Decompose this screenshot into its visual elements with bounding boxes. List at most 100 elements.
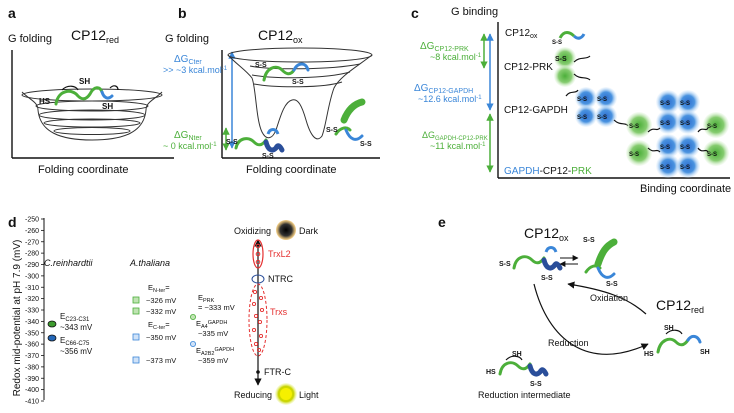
panel-d-marker-c66 <box>47 334 57 342</box>
panel-c-ss-c10: S-S <box>680 145 690 151</box>
panel-d-tick-label: -310 <box>25 285 39 292</box>
panel-c-dg-complex-value: ~11 kcal.mol-1 <box>430 141 486 151</box>
panel-e-cp12-red: SH HS SH <box>644 325 710 358</box>
panel-a-energy-funnel <box>21 88 163 141</box>
panel-d-e-nter-value-2: ~332 mV <box>146 307 176 316</box>
panel-d-oxidizing: Oxidizing <box>234 226 271 236</box>
panel-c-ss-c2: S-S <box>629 152 639 158</box>
panel-b-cp12-oxidized-top: S-S S-S <box>255 62 310 86</box>
panel-c: c G binding Binding coordinate CP12ox CP… <box>411 5 731 195</box>
panel-d-tick-label: -270 <box>25 239 39 246</box>
panel-c-dg-gapdh: ΔGCP12-GAPDH <box>414 83 473 95</box>
panel-d-trxs-range <box>248 283 268 357</box>
panel-e-ss-1: S-S <box>499 261 511 268</box>
panel-d-tick-label: -400 <box>25 387 39 394</box>
panel-d-e-a2b2-value: ~359 mV <box>198 356 228 365</box>
panel-e-hs-2: HS <box>486 369 496 376</box>
panel-d-tick-label: -360 <box>25 342 39 349</box>
panel-b-ss-label-6: S-S <box>360 141 372 148</box>
panel-d-yaxis-label: Redox mid-potential at pH 7.9 (mV) <box>12 240 23 397</box>
panel-e-cp12-red: CP12red <box>656 297 704 315</box>
panel-b-xaxis-label: Folding coordinate <box>246 164 337 176</box>
panel-c-ss-g4: S-S <box>597 115 607 121</box>
panel-e-hs-1: HS <box>644 351 654 358</box>
panel-e-reduction-arrow <box>533 283 649 355</box>
panel-c-yaxis-label: G binding <box>451 6 498 18</box>
panel-c-gapdh-cp12-prk-complex: S-S S-S S-S S-S S-S S-S S-S S-S S-S S-S … <box>626 90 729 178</box>
panel-e: e CP12ox CP12red S-S S-S S-S S-S SH <box>438 214 710 400</box>
panel-d-e-a4-value: ~335 mV <box>198 329 228 338</box>
panel-c-ss-c11: S-S <box>660 165 670 171</box>
panel-c-ss-free: S-S <box>552 40 562 46</box>
panel-b-yaxis-label: G folding <box>165 33 209 45</box>
panel-c-ss-prk: S-S <box>555 56 567 63</box>
panel-d-reducing: Reducing <box>234 390 272 400</box>
panel-d-tick-label: -340 <box>25 319 39 326</box>
panel-d-tick-label: -380 <box>25 364 39 371</box>
panel-d-tick-label: -290 <box>25 262 39 269</box>
panel-e-oxidation-arrow <box>567 281 647 315</box>
moon-icon <box>276 220 296 240</box>
panel-c-ss-g2: S-S <box>597 97 607 103</box>
panel-d-ftrc-marker <box>256 370 260 374</box>
panel-a-hs-label: HS <box>39 97 51 106</box>
panel-a-xaxis-label: Folding coordinate <box>38 164 129 176</box>
panel-e-ss-5: S-S <box>530 381 542 388</box>
panel-c-dg-gapdh-value: ~12.6 kcal.mol-1 <box>418 94 482 104</box>
panel-c-ss-g3: S-S <box>577 115 587 121</box>
panel-e-oxidation: Oxidation <box>590 293 628 303</box>
panel-a-title: CP12red <box>71 27 119 45</box>
panel-c-ss-c8: S-S <box>680 121 690 127</box>
panel-c-gapdh-tetramer: S-S S-S S-S S-S <box>565 87 629 127</box>
panel-b-ss-label-2: S-S <box>292 79 304 86</box>
panel-d-e-prk: EPRK <box>198 293 215 304</box>
panel-d-ftrc: FTR-C <box>264 367 291 377</box>
panel-b-ss-label-3: S-S <box>226 139 238 146</box>
panel-c-level-cp12-prk: CP12-PRK <box>504 62 553 73</box>
panel-d-e-prk-value: = ~333 mV <box>198 303 235 312</box>
panel-d-marker-cter-2 <box>132 356 140 364</box>
panel-d-trxl2-range <box>252 239 264 269</box>
panel-a: a G folding CP12red Folding coordinate S… <box>8 5 174 176</box>
panel-b-dg-nter-value: ~ 0 kcal.mol-1 <box>163 141 217 151</box>
panel-b-ss-label-5: S-S <box>326 127 338 134</box>
panel-c-cp12-free: S-S <box>552 31 586 46</box>
panel-d-marker-a2b2 <box>189 340 196 347</box>
panel-b-dg-nter: ΔGNter <box>174 130 202 142</box>
panel-b: b G folding CP12ox Folding coordinate ΔG… <box>163 5 380 176</box>
panel-d-e-nter: EN-ter= <box>148 283 170 294</box>
panel-b-cp12-oxidized-right: S-S S-S <box>326 98 372 148</box>
panel-d-ntrc: NTRC <box>268 274 293 284</box>
panel-b-energy-landscape <box>227 47 373 140</box>
panel-e-sh-2: SH <box>700 349 710 356</box>
panel-c-dg-prk-value: ~8 kcal.mol-1 <box>430 52 482 62</box>
panel-a-sh-label: SH <box>79 77 90 86</box>
panel-d-e-c66: EC66-C75 <box>60 336 90 347</box>
panel-d-trxs: Trxs <box>270 307 288 317</box>
panel-d-tick-label: -390 <box>25 376 39 383</box>
panel-c-level-gapdh-cp12-prk: GAPDH-CP12-PRK <box>504 166 592 177</box>
panel-d-e-a2b2: EA2B2GAPDH <box>196 346 234 357</box>
panel-e-ss-4: S-S <box>606 281 618 288</box>
panel-c-ss-g1: S-S <box>577 97 587 103</box>
panel-e-sh-3: SH <box>512 351 522 358</box>
panel-c-xaxis-label: Binding coordinate <box>640 183 731 195</box>
panel-c-ss-c6: S-S <box>680 101 690 107</box>
panel-c-ss-c4: S-S <box>707 152 717 158</box>
panel-d-e-c23-value: ~343 mV <box>60 323 93 332</box>
panel-e-reduction-intermediate-glyph: SH HS S-S <box>486 351 549 388</box>
panel-d-tick-label: -250 <box>25 217 39 224</box>
panel-c-letter: c <box>411 5 419 21</box>
panel-e-reduction: Reduction <box>548 338 589 348</box>
panel-c-dg-complex: ΔGGAPDH-CP12-PRK <box>422 130 488 142</box>
panel-b-letter: b <box>178 5 187 21</box>
panel-d-e-nter-value-1: ~326 mV <box>146 296 176 305</box>
panel-d-tick-label: -260 <box>25 228 39 235</box>
panel-a-cp12-reduced: SH HS SH <box>39 77 119 111</box>
panel-c-ss-c7: S-S <box>660 121 670 127</box>
panel-c-level-cp12-gapdh: CP12-GAPDH <box>504 105 568 116</box>
panel-d-tick-label: -350 <box>25 330 39 337</box>
panel-d-col-creinhardtii: C.reinhardtii <box>44 258 94 268</box>
panel-e-cp12-ox: CP12ox <box>524 225 569 243</box>
panel-d-marker-prk <box>189 313 196 320</box>
